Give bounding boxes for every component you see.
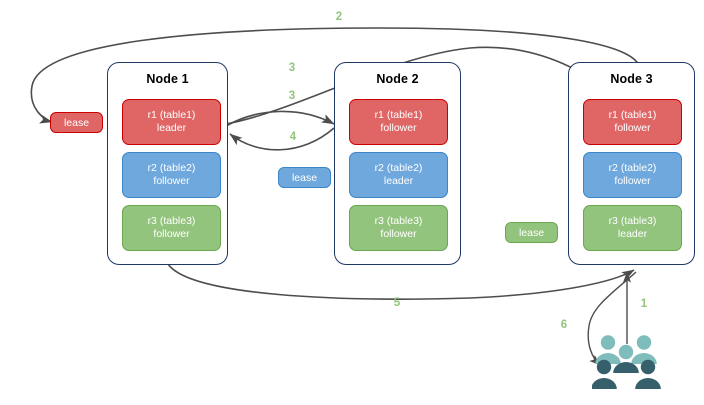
replica-card-r1: r1 (table1) follower <box>583 99 682 145</box>
edge-label-1: 1 <box>640 298 648 310</box>
edge-label-3a: 3 <box>288 62 296 74</box>
edge-label-3b: 3 <box>288 90 296 102</box>
replica-role: leader <box>156 122 187 134</box>
lease-chip-red: lease <box>50 112 103 133</box>
replica-role: follower <box>153 228 190 240</box>
node-box-2: Node 2 r1 (table1) follower r2 (table2) … <box>334 62 461 265</box>
edge-label-2: 2 <box>335 11 343 23</box>
replica-role: follower <box>153 175 190 187</box>
replica-role: leader <box>383 175 414 187</box>
users-group-icon <box>592 335 661 389</box>
lease-label: lease <box>63 116 90 129</box>
node-title: Node 3 <box>610 72 653 86</box>
replica-name: r3 (table3) <box>608 215 657 227</box>
edge-label-5: 5 <box>393 297 401 309</box>
replica-name: r3 (table3) <box>147 215 196 227</box>
replica-name: r2 (table2) <box>147 162 196 174</box>
replica-card-r3: r3 (table3) leader <box>583 205 682 251</box>
node-box-1: Node 1 r1 (table1) leader r2 (table2) fo… <box>107 62 228 265</box>
users-back-row <box>595 335 657 364</box>
replica-role: follower <box>614 122 651 134</box>
replica-card-r3: r3 (table3) follower <box>349 205 448 251</box>
replica-name: r1 (table1) <box>608 109 657 121</box>
replica-name: r3 (table3) <box>374 215 423 227</box>
node-box-3: Node 3 r1 (table1) follower r2 (table2) … <box>568 62 695 265</box>
edge-4-path <box>229 127 335 151</box>
users-front-row <box>592 359 661 389</box>
replica-card-r1: r1 (table1) follower <box>349 99 448 145</box>
replica-card-r2: r2 (table2) follower <box>122 152 221 198</box>
replica-role: follower <box>380 122 417 134</box>
replica-card-r3: r3 (table3) follower <box>122 205 221 251</box>
replica-name: r2 (table2) <box>374 162 423 174</box>
replica-card-r1: r1 (table1) leader <box>122 99 221 145</box>
lease-chip-green: lease <box>505 222 558 243</box>
node-title: Node 2 <box>376 72 419 86</box>
replica-card-r2: r2 (table2) follower <box>583 152 682 198</box>
replica-card-r2: r2 (table2) leader <box>349 152 448 198</box>
edge-label-4: 4 <box>289 131 297 143</box>
lease-label: lease <box>291 171 318 184</box>
replica-role: leader <box>617 228 648 240</box>
edge-5-path <box>167 263 635 300</box>
replica-role: follower <box>380 228 417 240</box>
replica-name: r2 (table2) <box>608 162 657 174</box>
node-title: Node 1 <box>146 72 189 86</box>
replica-name: r1 (table1) <box>147 109 196 121</box>
replica-role: follower <box>614 175 651 187</box>
lease-chip-blue: lease <box>278 167 331 188</box>
lease-label: lease <box>518 226 545 239</box>
edge-label-6: 6 <box>560 319 568 331</box>
edge-3b-path <box>225 110 335 127</box>
replica-name: r1 (table1) <box>374 109 423 121</box>
